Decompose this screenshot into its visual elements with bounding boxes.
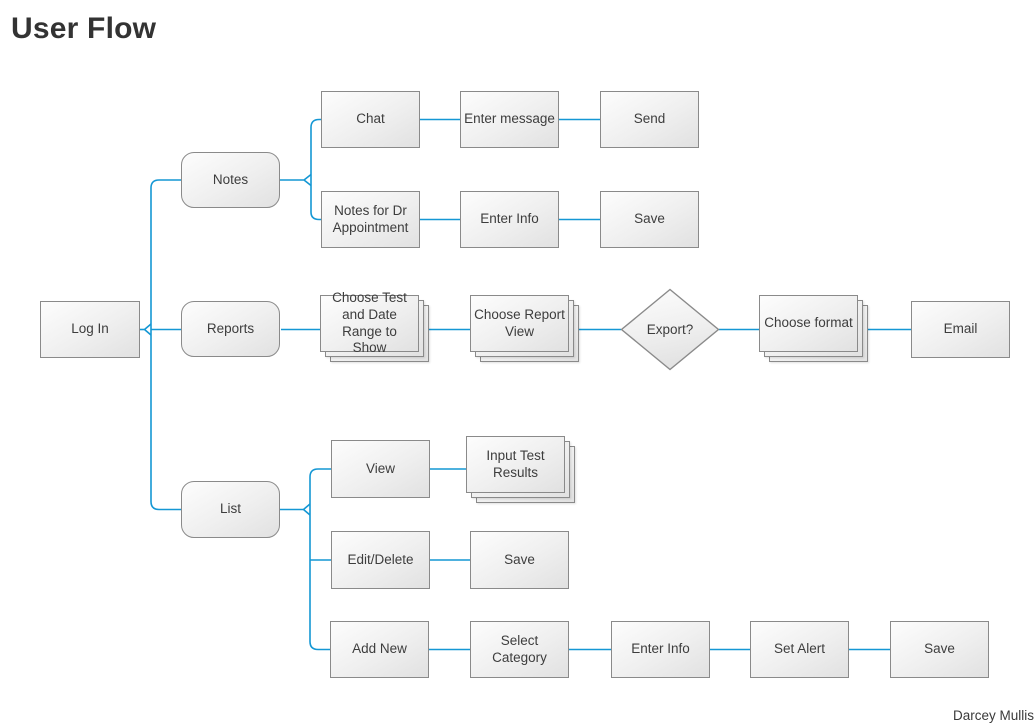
diamond-shape [620,288,720,371]
node-save-notes: Save [600,191,699,248]
trunk-notes [310,118,321,221]
node-label: Notes [212,171,249,187]
node-label: View [365,460,396,476]
junction-pinch-list [302,503,311,516]
page-title: User Flow [11,12,157,45]
node-send: Send [600,91,699,148]
node-choose-report-view: Choose Report View [470,295,579,362]
node-input-test-results: Input Test Results [466,436,575,503]
node-enter-info-add: Enter Info [611,621,710,678]
node-log-in: Log In [40,301,140,358]
node-label: Chat [356,111,385,127]
node-set-alert: Set Alert [750,621,849,678]
node-export-decision: Export? [620,288,720,371]
node-enter-message: Enter message [460,91,559,148]
node-label: Select Category [492,632,547,665]
node-choose-format: Choose format [759,295,868,362]
node-label: Choose Test and Date Range to Show [332,289,407,356]
node-list: List [181,481,280,538]
node-label: Edit/Delete [347,551,414,567]
trunk-login [150,179,181,511]
node-email: Email [911,301,1010,358]
node-choose-test-date-range: Choose Test and Date Range to Show [320,290,429,362]
node-label: Enter Info [631,641,690,657]
node-label: Choose format [764,315,853,331]
node-label: Log In [71,321,109,337]
node-label: Save [634,211,665,227]
node-enter-info-notes: Enter Info [460,191,559,248]
junction-pinch-notes [303,173,312,187]
node-edit-delete: Edit/Delete [331,531,430,589]
junction-pinch-login [143,323,152,336]
node-label: List [219,501,241,517]
node-chat: Chat [321,91,420,148]
stack-front: Input Test Results [466,436,565,493]
node-label: Choose Report View [474,306,565,339]
node-label: Enter Info [480,211,539,227]
node-label: Email [943,321,978,337]
node-label: Add New [352,641,407,657]
node-notes: Notes [181,152,280,208]
node-label: Enter message [464,111,555,127]
node-reports: Reports [181,301,280,357]
node-add-new: Add New [330,621,429,678]
node-select-category: Select Category [470,621,569,678]
node-label: Notes for Dr Appointment [332,202,409,235]
stack-front: Choose format [759,295,858,352]
stack-front: Choose Test and Date Range to Show [320,290,419,355]
node-label: Save [924,641,955,657]
node-label: Input Test Results [486,447,545,480]
node-label: Set Alert [773,641,826,657]
node-label: Send [633,111,666,127]
node-label: Export? [646,322,694,337]
node-label: Save [504,551,535,567]
node-view: View [331,440,430,498]
node-notes-for-dr-appointment: Notes for Dr Appointment [321,191,420,248]
stack-front: Choose Report View [470,295,569,352]
node-save-add: Save [890,621,989,678]
node-label: Reports [206,320,255,336]
author-credit: Darcey Mullis [952,708,1034,723]
node-save-edit: Save [470,531,569,589]
